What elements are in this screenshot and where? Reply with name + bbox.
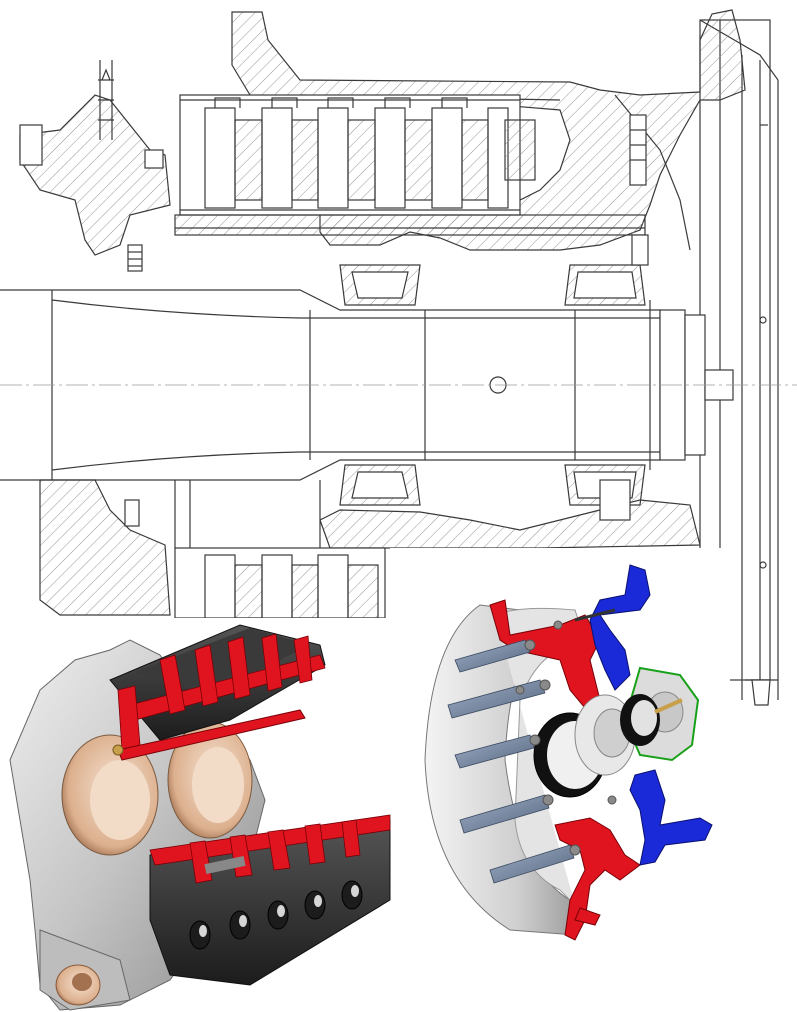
hub-section-red-lower [554,817,641,941]
disc-stack-lower [174,547,386,619]
tapered-roller-bearing-inner-lower [339,464,421,506]
bolt-icon [489,844,575,884]
brake-assembly-cutaway [9,624,391,1011]
tapered-roller-bearing-outer-upper [564,264,646,306]
wheel-rim-lower [319,499,701,549]
disc-stack-upper [179,94,536,216]
hub-section-blue-lower [629,769,713,866]
bolt-icon [459,794,550,834]
bolt-icon [454,734,535,769]
disc-stack-section-top [117,633,326,751]
torque-tube [174,214,646,236]
section-drawing [0,9,797,706]
wheel-rim-upper [231,9,746,251]
wheel-hub-cutaway [424,564,713,941]
hub-bolt-heads [515,620,617,856]
lower-housing [39,479,171,616]
hub-section-blue-upper [589,564,651,691]
bolt-icon [454,639,531,673]
disc-stack-highlights [199,885,359,937]
tapered-roller-bearing-inner-upper [339,264,421,306]
piston-housing [19,94,171,256]
